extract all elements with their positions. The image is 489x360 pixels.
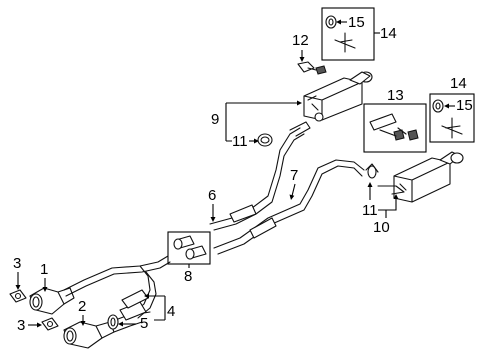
exhaust-tips (173, 235, 207, 260)
callout-15-upper: 15 (348, 14, 365, 31)
hanger-box-lower (429, 93, 475, 143)
hanger-bracket-12 (297, 61, 327, 75)
callout-3-lower: 3 (17, 317, 25, 334)
callout-3-upper: 3 (13, 255, 21, 272)
callout-8: 8 (184, 268, 192, 285)
gasket-3-lower (41, 317, 59, 331)
callout-14-upper: 14 (380, 25, 397, 42)
callout-6: 6 (208, 187, 216, 204)
clamp-11-right (365, 163, 379, 179)
hanger-bracket-upper (334, 32, 356, 53)
hanger-box-13 (363, 103, 427, 153)
callout-5: 5 (140, 315, 148, 332)
callout-10: 10 (373, 219, 390, 236)
intermediate-pipe-right (213, 159, 365, 255)
hanger-box-upper (321, 7, 375, 61)
rear-muffler-upper (303, 71, 373, 122)
callout-9: 9 (211, 111, 219, 128)
catalytic-converter-2 (63, 321, 115, 349)
callout-11-right: 11 (362, 202, 378, 219)
intermediate-pipe-left (209, 121, 311, 231)
gasket-3-upper (9, 289, 27, 303)
callout-2: 2 (78, 298, 86, 315)
hanger-assembly-13 (369, 113, 419, 141)
callout-15-lower: 15 (456, 97, 473, 114)
callout-13: 13 (387, 87, 404, 104)
hanger-assembly-lower (432, 99, 463, 139)
clamp-11-left (257, 133, 273, 147)
rubber-insulator-upper (325, 15, 337, 29)
rear-muffler-lower (377, 151, 464, 203)
callout-4: 4 (167, 303, 175, 320)
callout-11-left: 11 (232, 133, 248, 150)
callout-12: 12 (292, 32, 309, 49)
clamp-5 (107, 314, 119, 330)
callout-1: 1 (40, 261, 48, 278)
hanger-assembly-upper (321, 7, 380, 61)
callout-14-lower: 14 (450, 75, 467, 92)
catalytic-converter-1 (29, 287, 75, 315)
callout-7: 7 (290, 167, 298, 184)
